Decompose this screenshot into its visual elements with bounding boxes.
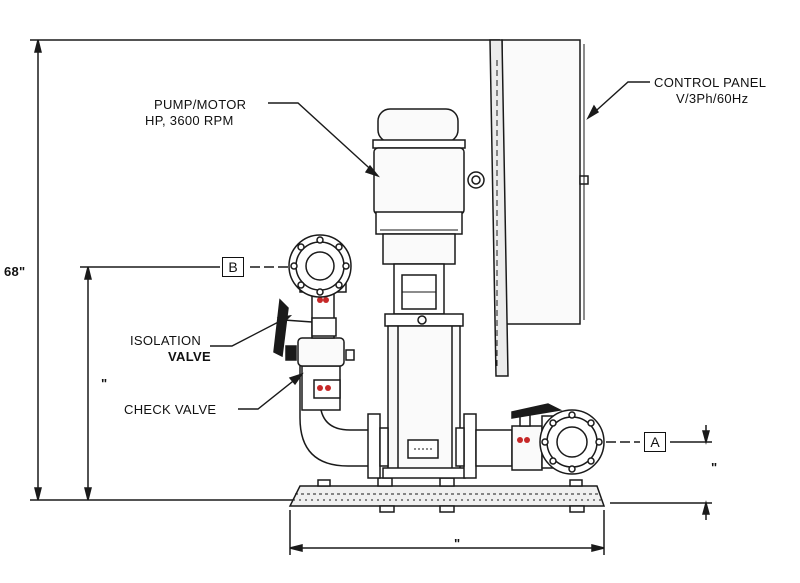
- pump-flanges: [367, 413, 477, 479]
- overall-height-value: 68": [4, 264, 26, 279]
- base-width-dimension: [289, 510, 605, 555]
- outlet-height-dimension: [80, 266, 290, 501]
- base-skid: [288, 477, 606, 513]
- control-panel-label-line-2: V/3Ph/60Hz: [676, 91, 749, 106]
- motor: [372, 108, 485, 235]
- check-valve-label: CHECK VALVE: [124, 402, 217, 417]
- inlet-connection-tag: A: [644, 432, 666, 452]
- inlet-height-value: ": [711, 460, 718, 475]
- outlet-connection-tag: B: [222, 257, 244, 277]
- suction-piping: [475, 403, 563, 471]
- isolation-valve-handle: [273, 298, 313, 361]
- inlet-height-dimension: [606, 425, 712, 520]
- pump-body: [382, 233, 466, 479]
- inlet-flange: [539, 409, 605, 475]
- outlet-height-value: ": [101, 376, 108, 391]
- isolation-valve-label-line-2: VALVE: [168, 349, 211, 364]
- control-panel: [489, 39, 589, 377]
- outlet-flange: [288, 234, 352, 298]
- pump-motor-label-line-2: HP, 3600 RPM: [145, 113, 234, 128]
- overall-height-dimension: [30, 39, 500, 501]
- pump-motor-label-line-1: PUMP/MOTOR: [154, 97, 247, 112]
- base-width-value: ": [454, 536, 461, 551]
- leader-lines: [210, 81, 650, 410]
- isolation-valve-label-line-1: ISOLATION: [130, 333, 202, 348]
- discharge-piping: [297, 289, 368, 467]
- control-panel-label-line-1: CONTROL PANEL: [654, 75, 767, 90]
